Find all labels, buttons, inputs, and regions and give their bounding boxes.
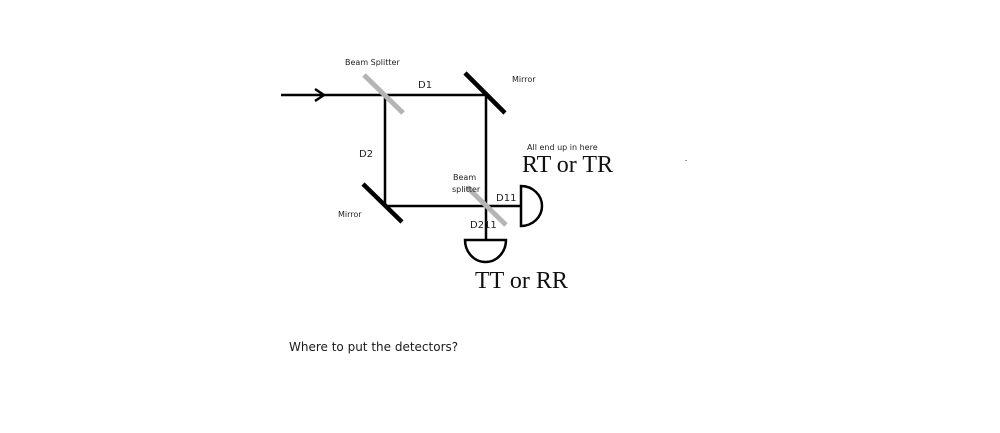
- annotation-tt-or-rr: TT or RR: [475, 268, 568, 294]
- stray-dot: [685, 160, 687, 161]
- label-beam-splitter-top: Beam Splitter: [345, 58, 400, 67]
- label-d211: D211: [470, 220, 497, 231]
- label-d11: D11: [496, 193, 517, 204]
- label-d2: D2: [359, 149, 374, 160]
- label-beam-splitter-bottom-line1: Beam: [453, 173, 477, 182]
- beam-splitter-top: [362, 73, 405, 115]
- beam-arrowhead-icon: [314, 87, 327, 103]
- detector-d11-icon: [519, 184, 544, 228]
- label-d1: D1: [418, 80, 433, 91]
- annotation-rt-or-tr: RT or TR: [522, 152, 614, 178]
- beam-splitter-bottom: [465, 185, 508, 227]
- detector-d211-icon: [463, 238, 508, 264]
- mirror-top-right: [463, 71, 507, 115]
- annotation-all-end-up: All end up in here: [527, 143, 598, 152]
- label-mirror-top: Mirror: [512, 75, 536, 84]
- label-beam-splitter-bottom-line2: splitter: [452, 185, 481, 194]
- mirror-bottom-left: [361, 182, 404, 224]
- label-mirror-bottom: Mirror: [338, 210, 362, 219]
- question-text: Where to put the detectors?: [289, 340, 459, 354]
